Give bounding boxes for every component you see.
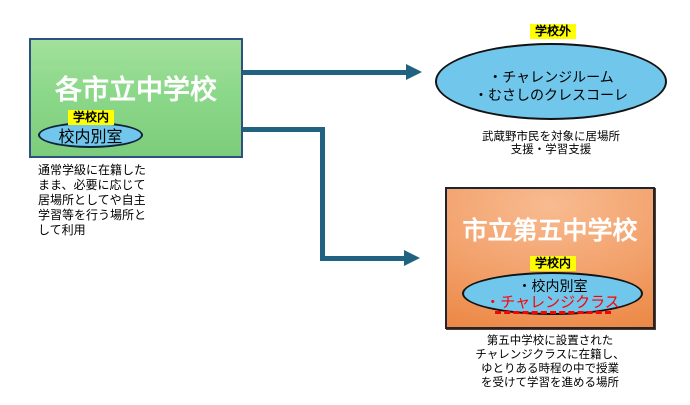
outside-school-ellipse: ・チャレンジルーム ・むさしのクレスコーレ (435, 43, 667, 120)
arrow-to-fifth-segment-bottom (320, 256, 405, 261)
challenge-class-underline (495, 311, 611, 314)
fifth-school-in-school-tag: 学校内 (530, 256, 577, 271)
arrow-to-fifth-head-icon (404, 250, 420, 266)
arrow-to-outside-line (243, 70, 407, 75)
in-school-room-ellipse: 校内別室 (38, 122, 143, 148)
arrow-to-fifth-segment-vertical (320, 127, 325, 261)
in-school-room-label: 校内別室 (58, 129, 123, 146)
arrow-to-fifth-segment-top (243, 127, 325, 132)
outside-school-caption: 武蔵野市民を対象に居場所 支援・学習支援 (482, 131, 620, 156)
arrow-to-outside-head-icon (406, 64, 422, 80)
fifth-school-rooms-ellipse: ・校内別室 ・チャレンジクラス (462, 272, 643, 315)
outside-school-item: ・むさしのクレスコーレ (474, 86, 628, 103)
outside-school-item: ・チャレンジルーム (488, 68, 614, 85)
municipal-schools-box: 各市立中学校 学校内 校内別室 (29, 38, 243, 158)
fifth-school-box: 市立第五中学校 学校内 ・校内別室 ・チャレンジクラス (445, 187, 655, 329)
municipal-schools-title: 各市立中学校 (55, 75, 217, 105)
fifth-school-room-item: ・校内別室 (517, 278, 588, 294)
outside-school-tag: 学校外 (530, 24, 577, 39)
municipal-schools-caption: 通常学級に在籍した まま、必要に応じて 居場所としてや自主 学習等を行う場所と … (38, 163, 147, 237)
fifth-school-title: 市立第五中学校 (462, 217, 638, 245)
in-school-tag: 学校内 (68, 110, 115, 125)
fifth-school-challenge-class-item: ・チャレンジクラス (485, 294, 620, 311)
fifth-school-caption: 第五中学校に設置された チャレンジクラスに在籍し、 ゆとりある時程の中で授業 を… (475, 335, 625, 389)
